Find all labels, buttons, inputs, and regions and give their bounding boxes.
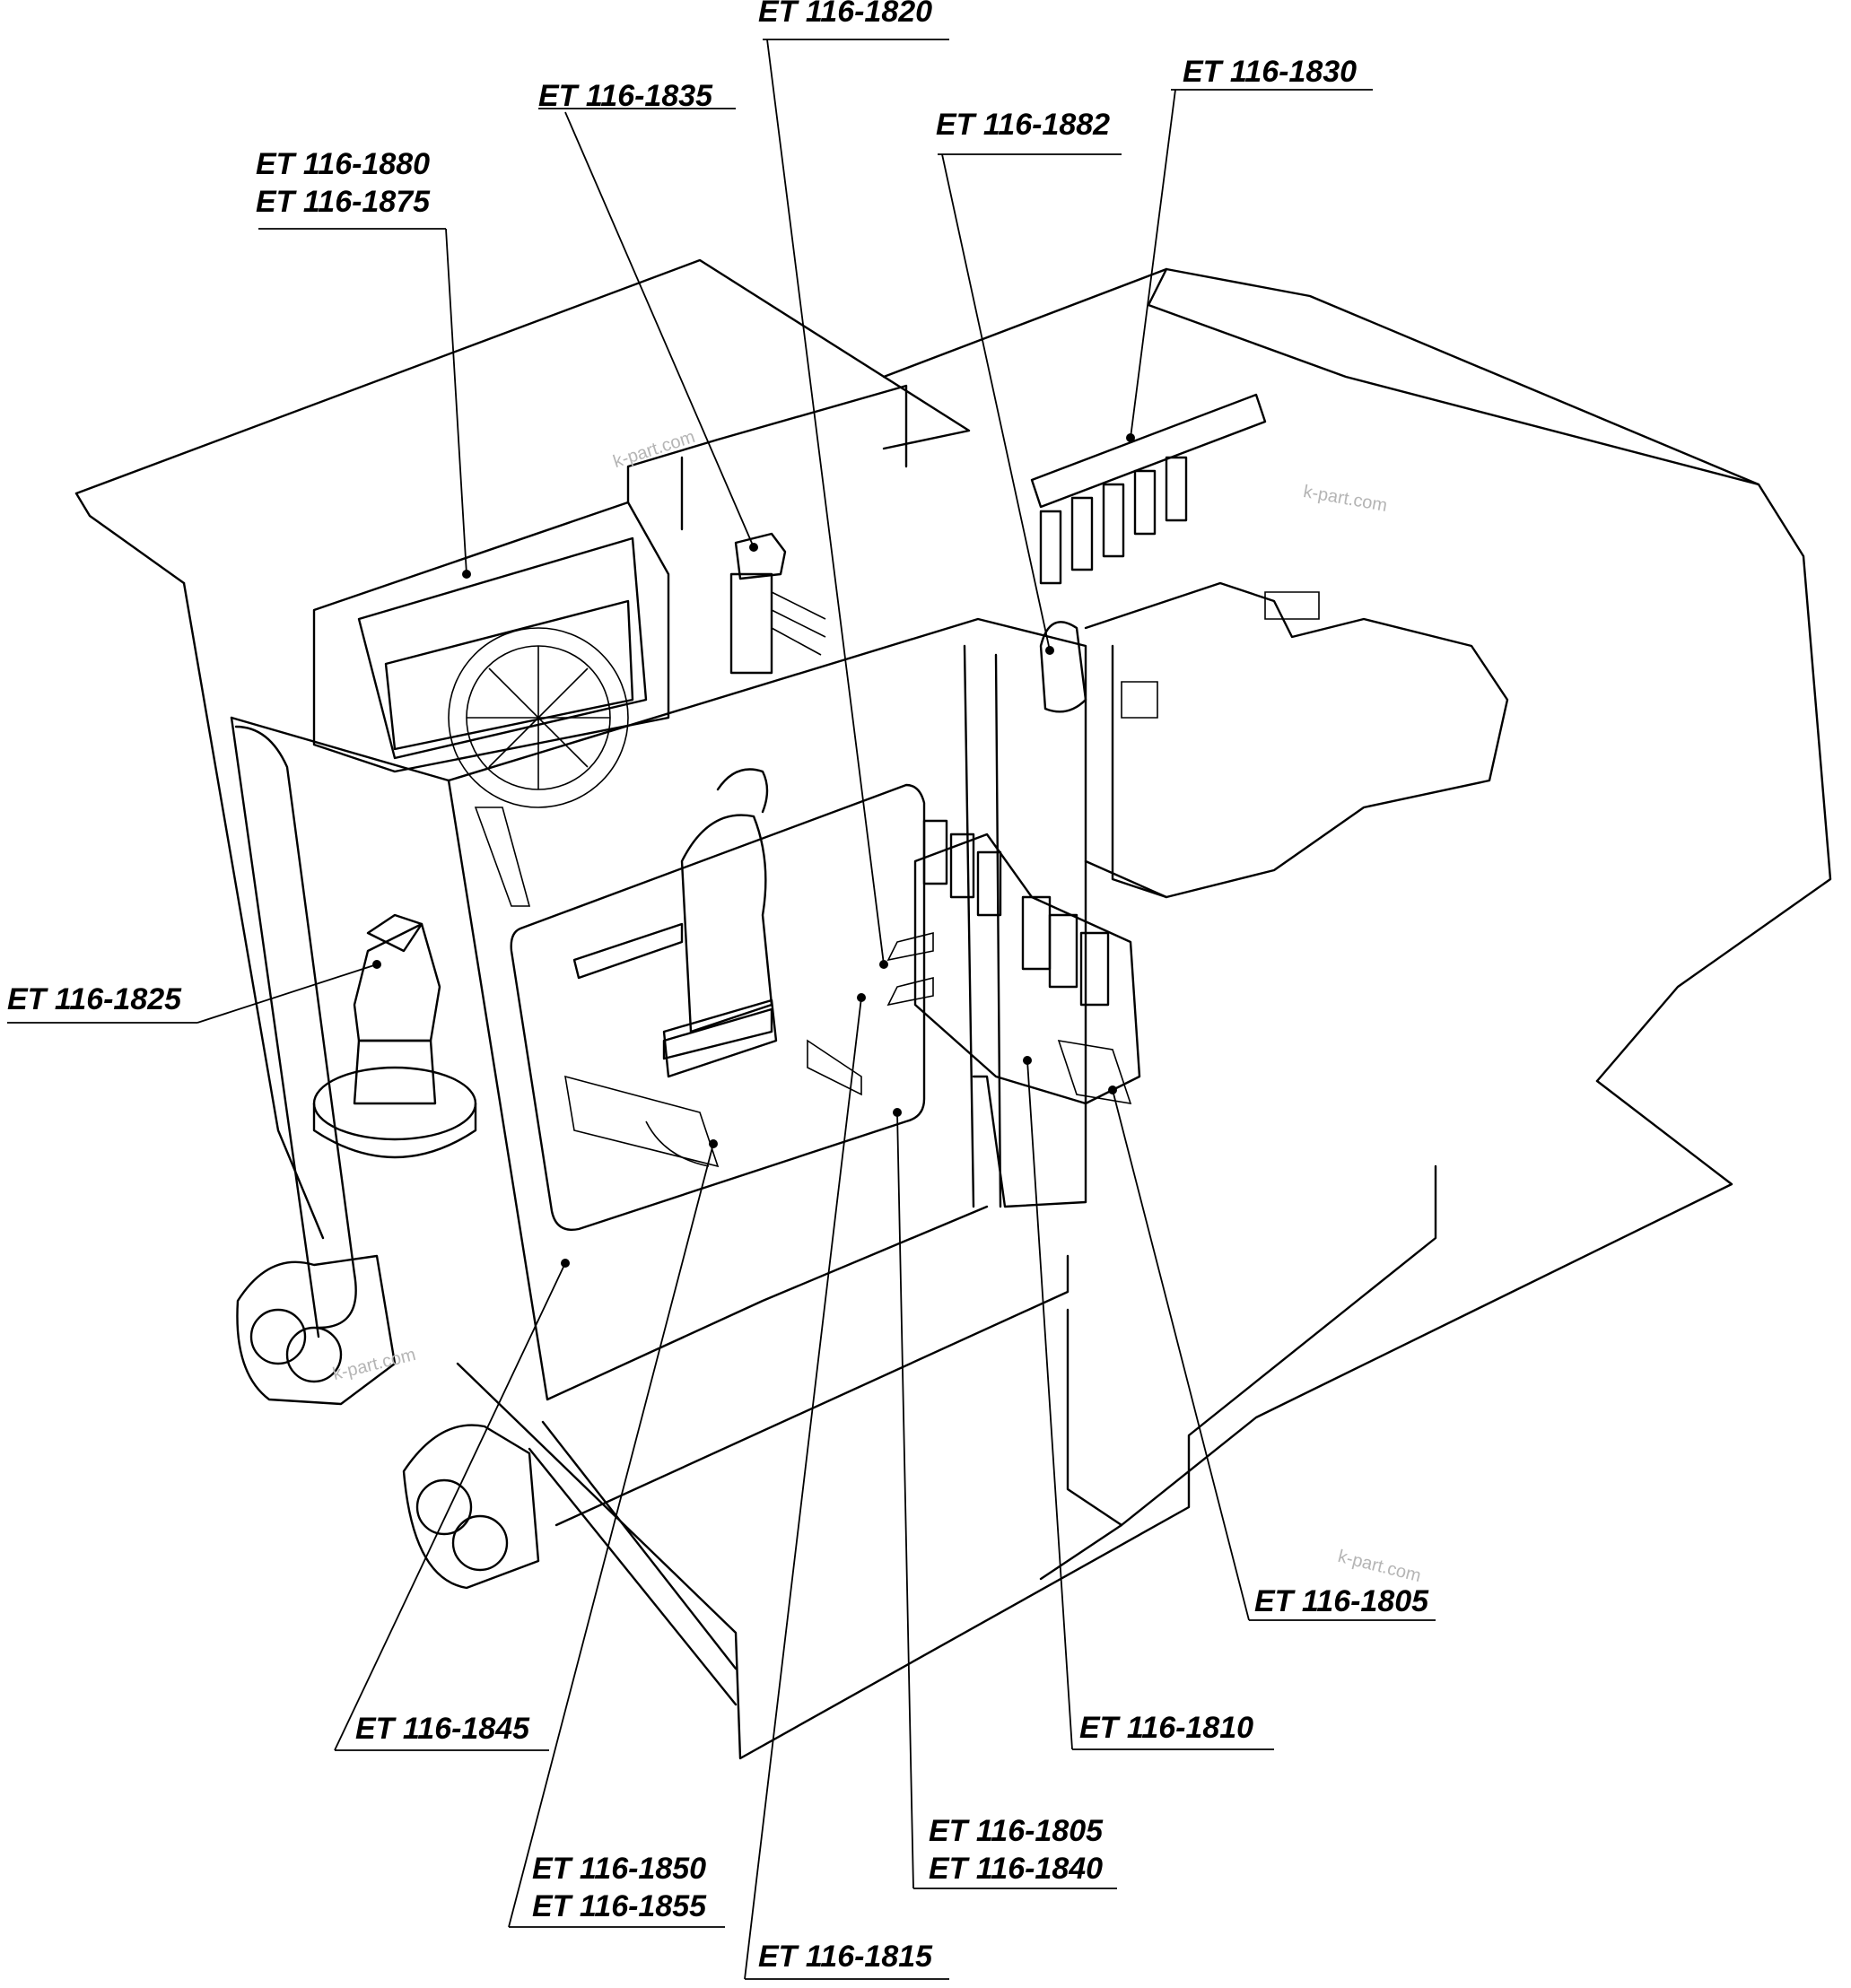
swivel-unit xyxy=(312,913,477,1159)
leader-1805-1840 xyxy=(896,1112,1117,1889)
leader-1850-1855 xyxy=(508,1143,725,1928)
callout-text: ET 116-1840 xyxy=(929,1852,1104,1886)
callout-et-116-1815: ET 116-1815 xyxy=(758,1938,932,1975)
callout-et-116-1845: ET 116-1845 xyxy=(355,1710,529,1748)
machine-body xyxy=(74,258,1832,1760)
filter-rail xyxy=(1030,393,1267,585)
boom-mounts xyxy=(236,1254,540,1590)
callout-text: ET 116-1805 xyxy=(1254,1584,1429,1618)
callout-et-116-1820: ET 116-1820 xyxy=(758,0,932,31)
callout-et-116-1805-right: ET 116-1805 xyxy=(1254,1583,1428,1620)
leader-1820 xyxy=(763,39,949,965)
callout-et-116-1835: ET 116-1835 xyxy=(538,77,712,115)
callout-text: ET 116-1825 xyxy=(7,982,182,1016)
leader-1882 xyxy=(938,153,1122,651)
callout-et-116-1830: ET 116-1830 xyxy=(1183,53,1357,91)
callout-et-116-1805-1840: ET 116-1805 ET 116-1840 xyxy=(929,1812,1103,1888)
callout-et-116-1880-1875: ET 116-1880 ET 116-1875 xyxy=(256,145,430,221)
callout-text: ET 116-1882 xyxy=(936,108,1111,142)
callout-et-116-1850-1855: ET 116-1850 ET 116-1855 xyxy=(532,1850,706,1925)
callout-text: ET 116-1820 xyxy=(758,0,933,29)
callout-text: ET 116-1880 xyxy=(256,147,431,181)
roof-unit xyxy=(312,384,908,808)
leader-1880-1875 xyxy=(258,228,467,575)
callout-text: ET 116-1810 xyxy=(1079,1711,1254,1745)
callout-text: ET 116-1815 xyxy=(758,1940,933,1974)
callout-et-116-1882: ET 116-1882 xyxy=(936,106,1110,144)
callout-text: ET 116-1835 xyxy=(538,79,713,113)
callout-text: ET 116-1850 xyxy=(532,1852,707,1886)
cab xyxy=(230,617,1087,1401)
callout-text: ET 116-1830 xyxy=(1183,55,1358,89)
callout-text: ET 116-1805 xyxy=(929,1814,1104,1848)
leader-1825 xyxy=(7,963,378,1024)
leader-1805-right xyxy=(1112,1089,1436,1621)
callout-text: ET 116-1845 xyxy=(355,1712,530,1746)
callout-text: ET 116-1855 xyxy=(532,1889,707,1923)
leader-1830 xyxy=(1130,89,1373,439)
callout-et-116-1825: ET 116-1825 xyxy=(7,981,181,1018)
valve-block xyxy=(886,819,1141,1105)
leader-1835 xyxy=(538,108,755,548)
filter-canister xyxy=(729,532,826,675)
leader-1815 xyxy=(744,997,949,1980)
callout-et-116-1810: ET 116-1810 xyxy=(1079,1709,1253,1747)
operator-seat xyxy=(564,768,862,1168)
callout-text: ET 116-1875 xyxy=(256,185,431,219)
engine xyxy=(1039,581,1509,899)
leader-1845 xyxy=(334,1262,566,1751)
leader-lines xyxy=(7,39,1436,1980)
leader-1810 xyxy=(1026,1059,1274,1750)
